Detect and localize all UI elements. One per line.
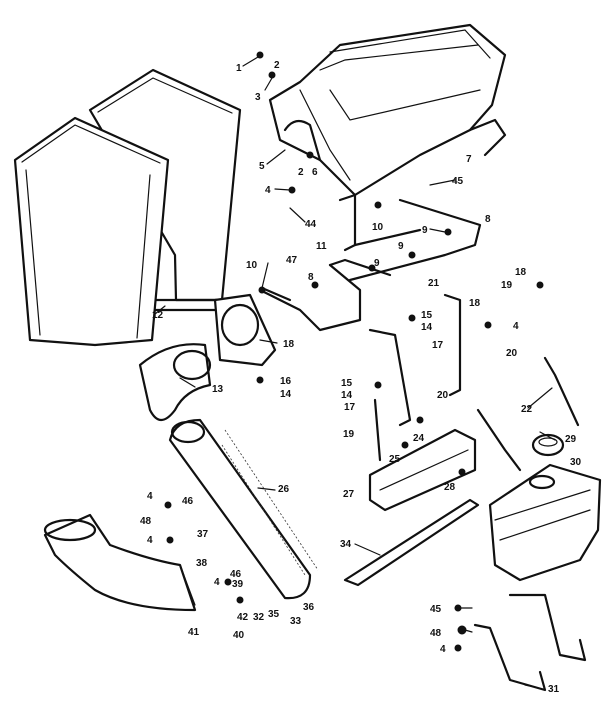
callout-32: 32 bbox=[253, 612, 265, 623]
callout-38: 38 bbox=[196, 558, 208, 569]
callout-47: 47 bbox=[286, 255, 298, 266]
callout-18: 18 bbox=[283, 339, 295, 350]
callout-36: 36 bbox=[303, 602, 315, 613]
callout-48: 48 bbox=[140, 516, 152, 527]
tube-26 bbox=[168, 418, 319, 600]
chute-bracket bbox=[213, 293, 277, 367]
callout-9: 9 bbox=[398, 241, 404, 252]
callout-48: 48 bbox=[430, 628, 442, 639]
callout-35: 35 bbox=[268, 609, 280, 620]
callout-4: 4 bbox=[214, 577, 220, 588]
callout-17: 17 bbox=[432, 340, 444, 351]
callout-4: 4 bbox=[513, 321, 519, 332]
callout-34: 34 bbox=[340, 539, 352, 550]
callout-19: 19 bbox=[501, 280, 513, 291]
callout-18: 18 bbox=[515, 267, 527, 278]
callout-20: 20 bbox=[506, 348, 518, 359]
leader-lines bbox=[154, 56, 556, 688]
callout-10: 10 bbox=[246, 260, 258, 271]
callout-6: 6 bbox=[312, 167, 318, 178]
callout-2: 2 bbox=[274, 60, 280, 71]
grass-bags bbox=[13, 68, 242, 347]
callout-24: 24 bbox=[413, 433, 425, 444]
callout-5: 5 bbox=[259, 161, 265, 172]
callout-8: 8 bbox=[485, 214, 491, 225]
callout-18: 18 bbox=[469, 298, 481, 309]
lower-chute bbox=[43, 513, 197, 612]
callout-19: 19 bbox=[343, 429, 355, 440]
callout-labels: 1 2 3 5 2 6 4 7 45 44 10 8 9 11 47 9 9 1… bbox=[140, 60, 582, 695]
callout-9: 9 bbox=[374, 258, 380, 269]
callout-15: 15 bbox=[421, 310, 433, 321]
callout-42: 42 bbox=[237, 612, 249, 623]
callout-10: 10 bbox=[372, 222, 384, 233]
callout-21: 21 bbox=[428, 278, 440, 289]
callout-7: 7 bbox=[466, 154, 472, 165]
weight-30 bbox=[488, 463, 602, 582]
callout-12: 12 bbox=[152, 310, 164, 321]
callout-4: 4 bbox=[147, 535, 153, 546]
callout-45: 45 bbox=[430, 604, 442, 615]
callout-41: 41 bbox=[188, 627, 200, 638]
blade-34 bbox=[343, 498, 480, 587]
callout-46: 46 bbox=[182, 496, 194, 507]
callout-25: 25 bbox=[389, 454, 401, 465]
elbow-13 bbox=[138, 343, 212, 422]
callout-14: 14 bbox=[280, 389, 292, 400]
callout-1: 1 bbox=[236, 63, 242, 74]
cover-assembly bbox=[268, 23, 507, 252]
callout-22: 22 bbox=[521, 404, 533, 415]
callout-9: 9 bbox=[422, 225, 428, 236]
base-plate bbox=[368, 428, 477, 512]
callout-28: 28 bbox=[444, 482, 456, 493]
callout-4: 4 bbox=[147, 491, 153, 502]
braces bbox=[368, 293, 462, 462]
callout-14: 14 bbox=[341, 390, 353, 401]
callout-16: 16 bbox=[280, 376, 292, 387]
rod-22 bbox=[476, 356, 580, 472]
callout-4: 4 bbox=[265, 185, 271, 196]
bracket-31 bbox=[473, 593, 587, 692]
callout-31: 31 bbox=[548, 684, 560, 695]
callout-4: 4 bbox=[440, 644, 446, 655]
cap-29 bbox=[531, 433, 565, 457]
callout-27: 27 bbox=[343, 489, 355, 500]
callout-29: 29 bbox=[565, 434, 577, 445]
callout-14: 14 bbox=[421, 322, 433, 333]
callout-17: 17 bbox=[344, 402, 356, 413]
callout-2: 2 bbox=[298, 167, 304, 178]
callout-39: 39 bbox=[232, 579, 244, 590]
callout-3: 3 bbox=[255, 92, 261, 103]
callout-8: 8 bbox=[308, 272, 314, 283]
callout-20: 20 bbox=[437, 390, 449, 401]
callout-13: 13 bbox=[212, 384, 224, 395]
callout-26: 26 bbox=[278, 484, 290, 495]
frame-rods bbox=[258, 198, 482, 332]
callout-30: 30 bbox=[570, 457, 582, 468]
callout-44: 44 bbox=[305, 219, 317, 230]
callout-33: 33 bbox=[290, 616, 302, 627]
callout-46: 46 bbox=[230, 569, 242, 580]
callout-11: 11 bbox=[316, 241, 327, 252]
callout-45: 45 bbox=[452, 176, 464, 187]
hardware bbox=[164, 51, 544, 652]
callout-40: 40 bbox=[233, 630, 245, 641]
callout-37: 37 bbox=[197, 529, 209, 540]
callout-15: 15 bbox=[341, 378, 353, 389]
